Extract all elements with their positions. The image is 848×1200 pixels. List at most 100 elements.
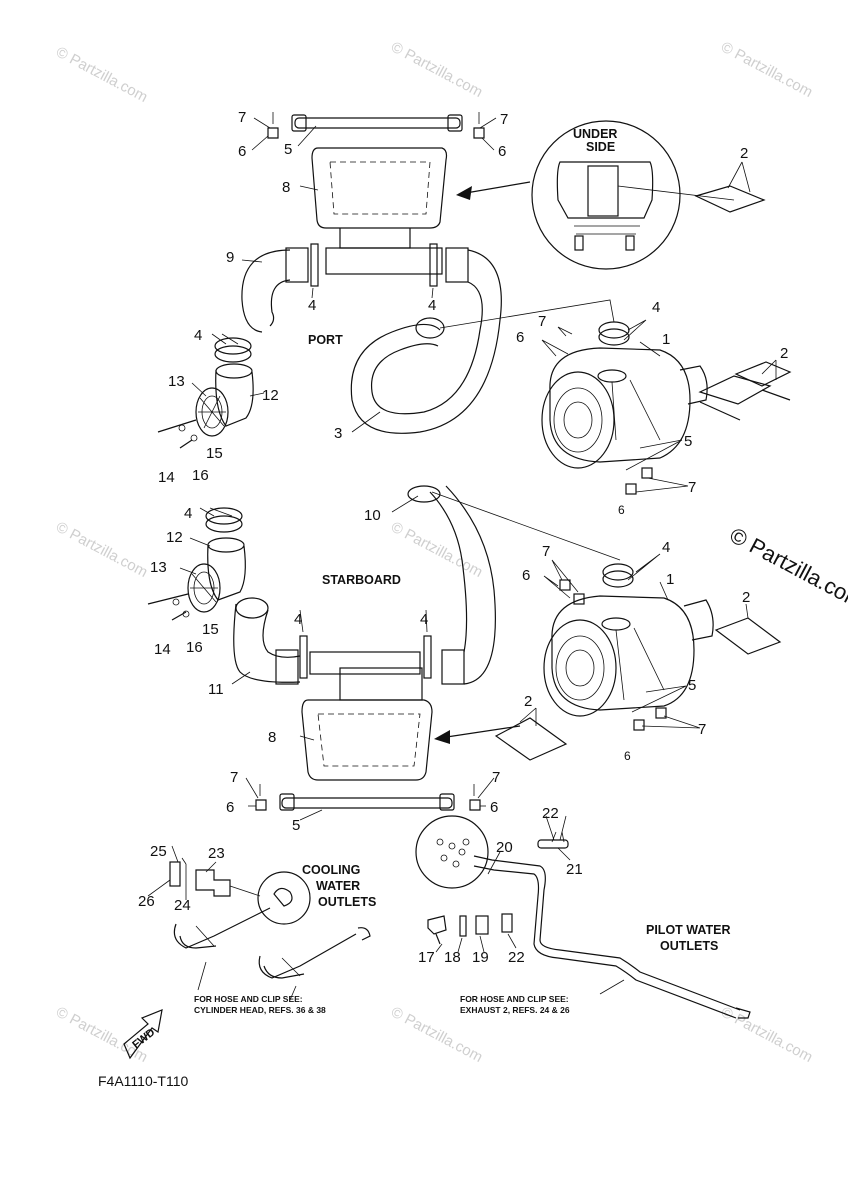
diagram-code: F4A1110-T110 — [98, 1073, 188, 1089]
callout-14: 14 — [154, 641, 171, 658]
underside-label-2: SIDE — [586, 140, 615, 154]
callout-4: 4 — [294, 611, 302, 628]
fwd-arrow — [123, 1009, 163, 1060]
callout-6: 6 — [522, 567, 530, 584]
callout-2: 2 — [524, 693, 532, 710]
callout-1: 1 — [666, 571, 674, 588]
hose-10 — [429, 491, 468, 653]
callout-26: 26 — [138, 893, 155, 910]
callout-8: 8 — [268, 729, 276, 746]
callout-7: 7 — [238, 109, 246, 126]
callout-7: 7 — [688, 479, 696, 496]
callout-7: 7 — [492, 769, 500, 786]
watermark: © Partzilla.com — [718, 1004, 815, 1066]
starboard-label: STARBOARD — [322, 573, 401, 587]
starboard-assembly — [147, 299, 782, 821]
callout-5: 5 — [284, 141, 292, 158]
callout-9: 9 — [226, 249, 234, 266]
callout-5: 5 — [684, 433, 692, 450]
callout-7: 7 — [500, 111, 508, 128]
note-left-1: FOR HOSE AND CLIP SEE: — [194, 994, 303, 1004]
callout-22: 22 — [542, 805, 559, 822]
muffler-box-top — [311, 147, 448, 229]
callout-3: 3 — [334, 425, 342, 442]
callout-2: 2 — [740, 145, 748, 162]
watermark: © Partzilla.com — [388, 39, 485, 101]
cooling-label-1: COOLING — [302, 863, 360, 877]
watermarks: © Partzilla.com © Partzilla.com © Partzi… — [53, 39, 815, 1066]
callout-4: 4 — [308, 297, 316, 314]
watermark: © Partzilla.com — [718, 39, 815, 101]
callout-6: 6 — [498, 143, 506, 160]
callout-11: 11 — [208, 681, 224, 698]
callout-23: 23 — [208, 845, 225, 862]
callout-17: 17 — [418, 949, 435, 966]
port-assembly — [157, 112, 792, 495]
callout-7: 7 — [230, 769, 238, 786]
note-right-1: FOR HOSE AND CLIP SEE: — [460, 994, 569, 1004]
pilot-label-1: PILOT WATER — [646, 923, 731, 937]
note-left-2: CYLINDER HEAD, REFS. 36 & 38 — [194, 1005, 326, 1015]
callouts: 7 6 5 7 6 8 2 9 4 4 4 1 7 6 4 2 13 12 3 … — [138, 109, 788, 966]
cooling-water-outlets — [123, 845, 371, 1060]
elbow-12-port — [215, 369, 254, 427]
callout-15: 15 — [206, 445, 223, 462]
callout-7: 7 — [698, 721, 706, 738]
underside-label-1: UNDER — [573, 127, 617, 141]
callout-4: 4 — [652, 299, 660, 316]
pilot-water-outlets — [415, 815, 751, 1019]
callout-5: 5 — [292, 817, 300, 834]
callout-6: 6 — [226, 799, 234, 816]
callout-2: 2 — [780, 345, 788, 362]
callout-6: 6 — [516, 329, 524, 346]
port-label: PORT — [308, 333, 343, 347]
cooling-label-2: WATER — [316, 879, 360, 893]
muffler-box-bottom — [301, 699, 433, 781]
callout-4: 4 — [420, 611, 428, 628]
underside-inset — [531, 120, 681, 270]
callout-4: 4 — [194, 327, 202, 344]
callout-21: 21 — [566, 861, 583, 878]
callout-19: 19 — [472, 949, 489, 966]
callout-13: 13 — [168, 373, 185, 390]
note-right-2: EXHAUST 2, REFS. 24 & 26 — [460, 1005, 570, 1015]
watermark: © Partzilla.com — [53, 44, 150, 106]
pilot-label-2: OUTLETS — [660, 939, 718, 953]
hose-3 — [350, 249, 502, 434]
callout-18: 18 — [444, 949, 461, 966]
callout-12: 12 — [262, 387, 279, 404]
callout-13: 13 — [150, 559, 167, 576]
callout-24: 24 — [174, 897, 191, 914]
callout-5: 5 — [688, 677, 696, 694]
strap-top — [294, 117, 461, 129]
watermark: © Partzilla.com — [53, 519, 150, 581]
callout-12: 12 — [166, 529, 183, 546]
callout-6: 6 — [618, 503, 625, 517]
callout-4: 4 — [428, 297, 436, 314]
callout-25: 25 — [150, 843, 167, 860]
callout-8: 8 — [282, 179, 290, 196]
callout-14: 14 — [158, 469, 175, 486]
callout-15: 15 — [202, 621, 219, 638]
air-filter-port — [541, 321, 708, 469]
watermark: © Partzilla.com — [388, 519, 485, 581]
callout-20: 20 — [496, 839, 513, 856]
callout-22: 22 — [508, 949, 525, 966]
hose-11 — [233, 603, 301, 683]
callout-7: 7 — [538, 313, 546, 330]
callout-4: 4 — [184, 505, 192, 522]
hose-9 — [241, 249, 291, 333]
callout-4: 4 — [662, 539, 670, 556]
callout-2: 2 — [742, 589, 750, 606]
callout-6: 6 — [490, 799, 498, 816]
callout-7: 7 — [542, 543, 550, 560]
callout-1: 1 — [662, 331, 670, 348]
cooling-label-3: OUTLETS — [318, 895, 376, 909]
flange-13-port — [195, 387, 229, 437]
air-filter-starboard — [543, 563, 782, 717]
callout-16: 16 — [186, 639, 203, 656]
callout-10: 10 — [364, 507, 381, 524]
callout-16: 16 — [192, 467, 209, 484]
callout-6: 6 — [624, 749, 631, 763]
